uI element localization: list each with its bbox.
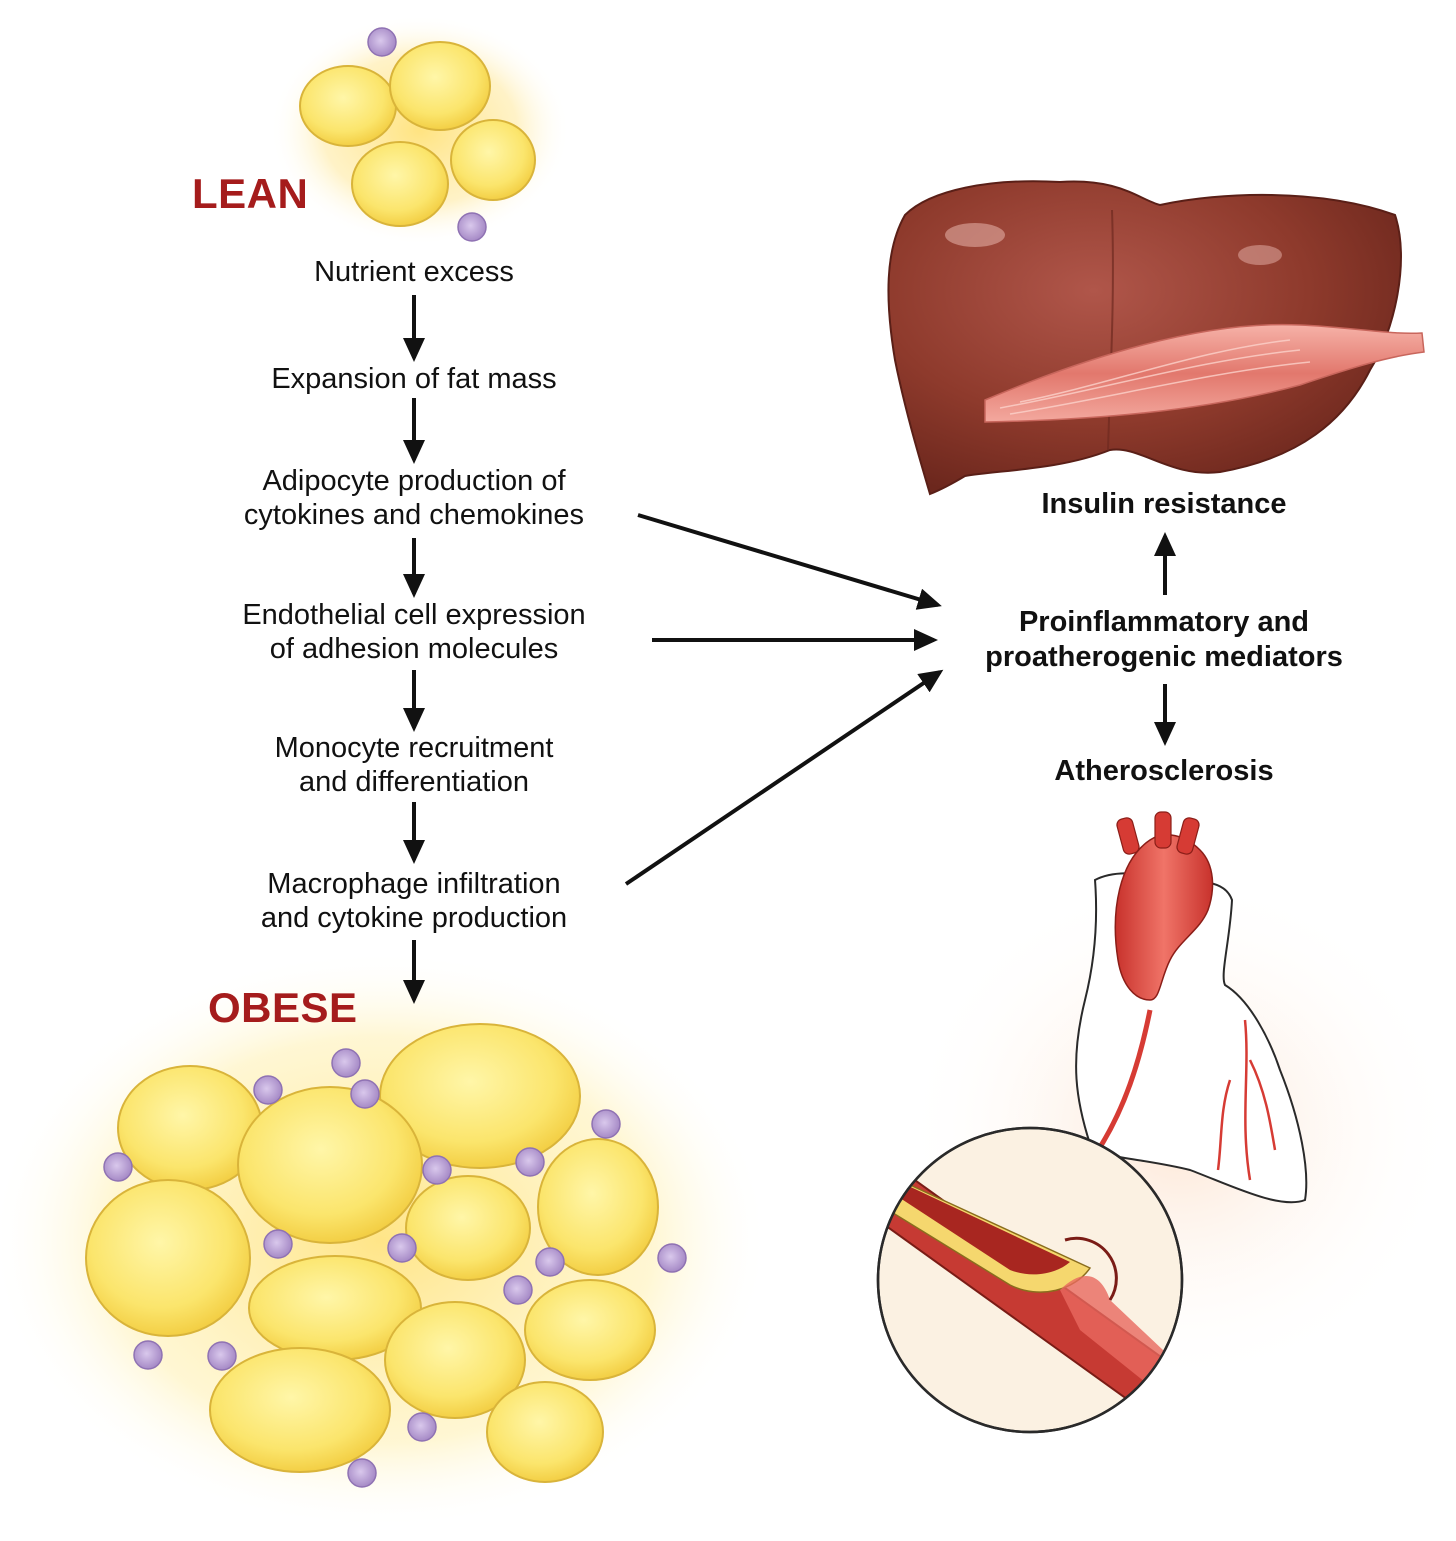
- macrophage: [207, 1341, 237, 1371]
- insulin-resistance-label: Insulin resistance: [1041, 488, 1287, 520]
- aortic-branch: [1116, 817, 1140, 855]
- macrophage: [387, 1233, 417, 1263]
- step-line: and cytokine production: [260, 902, 568, 934]
- step-line: Adipocyte production of: [262, 465, 566, 497]
- obese-fat-cell: [237, 1086, 423, 1244]
- macrophage: [657, 1243, 687, 1273]
- macrophage: [407, 1412, 437, 1442]
- obese-fat-cell: [209, 1347, 391, 1473]
- step-line: Macrophage infiltration: [267, 868, 561, 900]
- flow-arrows: [403, 295, 1176, 1004]
- lean-fat-cell: [299, 65, 397, 147]
- step-line: Nutrient excess: [314, 256, 514, 288]
- obese-fat-cell: [85, 1179, 251, 1337]
- step-line: Expansion of fat mass: [271, 363, 557, 395]
- macrophage: [253, 1075, 283, 1105]
- heart-illustration: [876, 811, 1456, 1434]
- macrophage: [591, 1109, 621, 1139]
- step-nutrient-excess: Nutrient excess: [214, 255, 614, 289]
- step-line: Endothelial cell expression: [242, 599, 586, 631]
- atherosclerosis-label: Atherosclerosis: [1054, 755, 1274, 787]
- macrophage: [263, 1229, 293, 1259]
- obese-fat-cell: [524, 1279, 656, 1381]
- macrophage: [103, 1152, 133, 1182]
- macrophage: [535, 1247, 565, 1277]
- coronary-artery: [1092, 1009, 1153, 1157]
- step-endothelial-expression: Endothelial cell expression of adhesion …: [164, 598, 664, 666]
- macrophage: [350, 1079, 380, 1109]
- step-line: cytokines and chemokines: [243, 499, 585, 531]
- macrophage: [457, 212, 487, 242]
- aortic-branch: [1154, 811, 1172, 849]
- aortic-branch: [1176, 817, 1200, 855]
- mediators-line: Proinflammatory and: [1018, 606, 1310, 638]
- lean-adipose-illustration: [270, 15, 570, 245]
- obese-label: OBESE: [208, 984, 358, 1031]
- step-monocyte-recruitment: Monocyte recruitment and differentiation: [164, 731, 664, 799]
- macrophage: [422, 1155, 452, 1185]
- lean-fat-cell: [351, 141, 449, 227]
- obese-fat-cell: [384, 1301, 526, 1419]
- macrophage: [367, 27, 397, 57]
- flow-arrow: [637, 513, 942, 610]
- obese-adipose-illustration: [0, 950, 770, 1530]
- mediators-label: Proinflammatory and proatherogenic media…: [944, 605, 1384, 675]
- liver-muscle-illustration: [887, 180, 1425, 496]
- obese-fat-cell: [405, 1175, 531, 1281]
- step-adipocyte-production: Adipocyte production of cytokines and ch…: [164, 464, 664, 532]
- coronary-artery: [1216, 1019, 1277, 1181]
- step-line: Monocyte recruitment: [274, 732, 554, 764]
- lean-label: LEAN: [192, 170, 309, 217]
- mediators-line: proatherogenic mediators: [985, 641, 1343, 673]
- obese-fat-cell: [486, 1381, 604, 1483]
- macrophage: [331, 1048, 361, 1078]
- macrophage: [347, 1458, 377, 1488]
- obese-fat-cell: [537, 1138, 659, 1276]
- macrophage: [503, 1275, 533, 1305]
- step-line: of adhesion molecules: [269, 633, 559, 665]
- macrophage: [515, 1147, 545, 1177]
- obese-fat-cell: [379, 1023, 581, 1169]
- step-macrophage-infiltration: Macrophage infiltration and cytokine pro…: [164, 867, 664, 935]
- skeletal-muscle: [984, 323, 1425, 423]
- macrophage: [133, 1340, 163, 1370]
- flow-arrow: [624, 669, 944, 886]
- lean-fat-cell: [450, 119, 536, 201]
- step-line: and differentiation: [298, 766, 530, 798]
- lean-fat-cell: [389, 41, 491, 131]
- step-expansion-fat-mass: Expansion of fat mass: [214, 362, 614, 396]
